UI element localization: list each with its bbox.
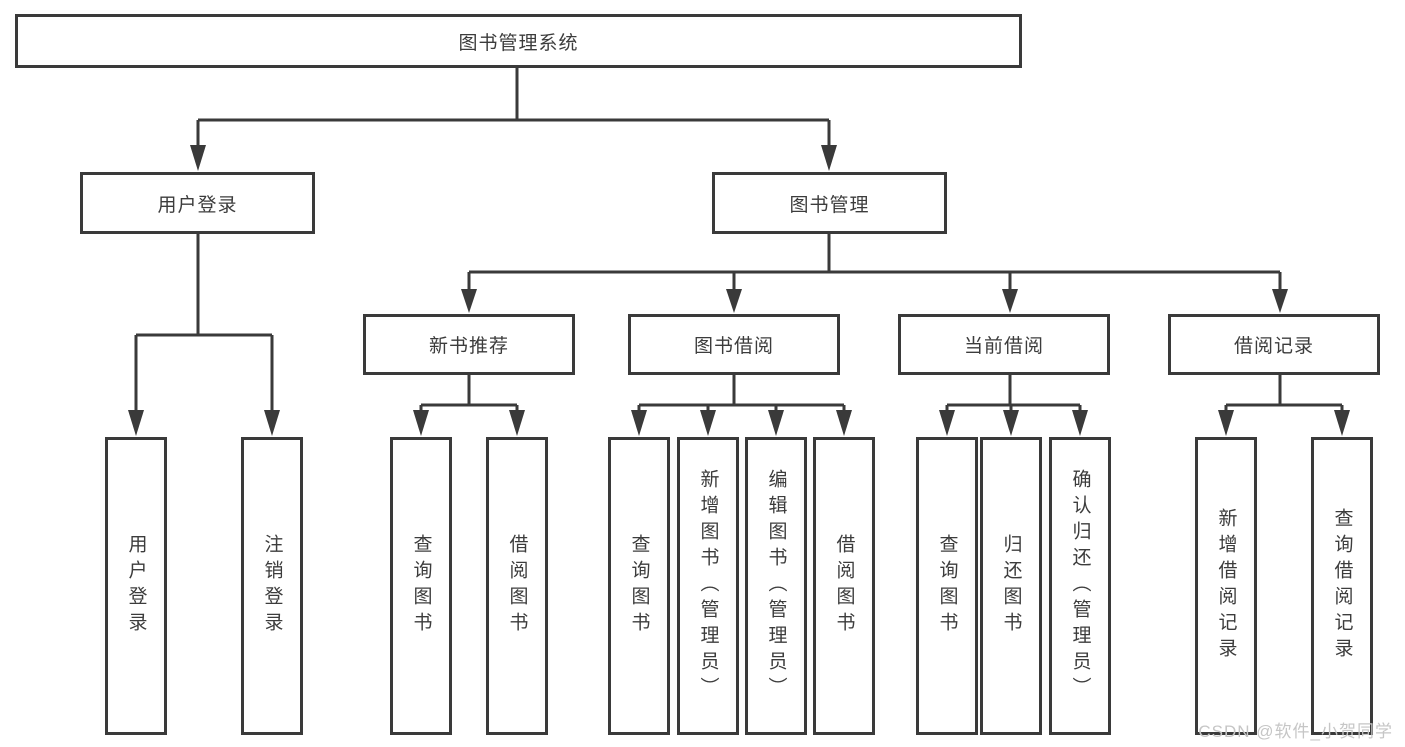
leaf-add-borrow-record: 新增借阅记录 bbox=[1195, 437, 1257, 735]
csdn-watermark: CSDN @软件_小贺同学 bbox=[1198, 722, 1393, 741]
leaf-label: 注销登录 bbox=[261, 534, 283, 638]
leaf-borrow-books: 借阅图书 bbox=[813, 437, 875, 735]
leaf-label: 编辑图书（管理员） bbox=[765, 469, 787, 703]
leaf-label: 查询图书 bbox=[628, 534, 650, 638]
leaf-label: 新增图书（管理员） bbox=[697, 469, 719, 703]
node-user-login: 用户登录 bbox=[80, 172, 315, 234]
node-borrowing-records: 借阅记录 bbox=[1168, 314, 1380, 375]
leaf-return-books: 归还图书 bbox=[980, 437, 1042, 735]
leaf-label: 归还图书 bbox=[1000, 534, 1022, 638]
leaf-query-books-recommend: 查询图书 bbox=[390, 437, 452, 735]
node-current-borrowing: 当前借阅 bbox=[898, 314, 1110, 375]
leaf-logout: 注销登录 bbox=[241, 437, 303, 735]
leaf-borrow-books-recommend: 借阅图书 bbox=[486, 437, 548, 735]
node-book-borrowing: 图书借阅 bbox=[628, 314, 840, 375]
leaf-edit-books-admin: 编辑图书（管理员） bbox=[745, 437, 807, 735]
leaf-query-borrow-record: 查询借阅记录 bbox=[1311, 437, 1373, 735]
leaf-query-books-current: 查询图书 bbox=[916, 437, 978, 735]
leaf-confirm-return-admin: 确认归还（管理员） bbox=[1049, 437, 1111, 735]
leaf-label: 新增借阅记录 bbox=[1215, 508, 1237, 664]
leaf-label: 确认归还（管理员） bbox=[1069, 469, 1091, 703]
leaf-user-login: 用户登录 bbox=[105, 437, 167, 735]
leaf-label: 用户登录 bbox=[125, 534, 147, 638]
leaf-label: 借阅图书 bbox=[506, 534, 528, 638]
node-library-system: 图书管理系统 bbox=[15, 14, 1022, 68]
node-book-management: 图书管理 bbox=[712, 172, 947, 234]
leaf-label: 查询借阅记录 bbox=[1331, 508, 1353, 664]
node-new-book-recommend: 新书推荐 bbox=[363, 314, 575, 375]
leaf-label: 查询图书 bbox=[936, 534, 958, 638]
leaf-query-books-borrowing: 查询图书 bbox=[608, 437, 670, 735]
arrowheads bbox=[128, 145, 1350, 436]
leaf-add-books-admin: 新增图书（管理员） bbox=[677, 437, 739, 735]
leaf-label: 查询图书 bbox=[410, 534, 432, 638]
leaf-label: 借阅图书 bbox=[833, 534, 855, 638]
